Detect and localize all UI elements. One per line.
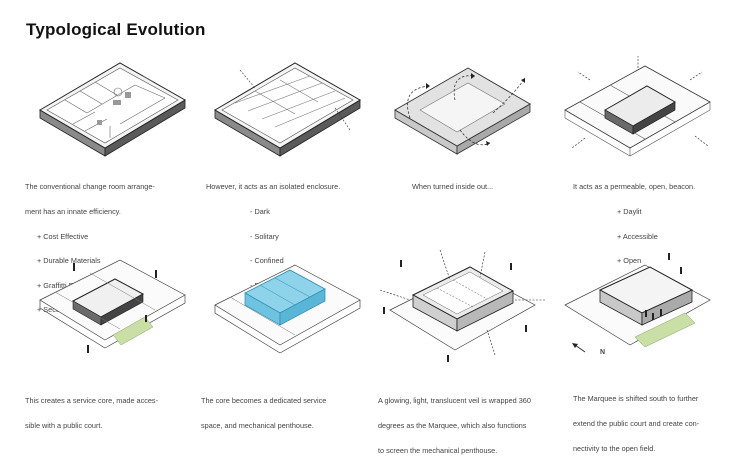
caption-line: to screen the mechanical penthouse. xyxy=(378,445,498,455)
caption-line: This creates a service core, made acces- xyxy=(25,396,159,406)
caption-line: The core becomes a dedicated service xyxy=(201,396,327,406)
caption-line: ment has an innate efficiency. xyxy=(25,207,121,217)
entry-arrows xyxy=(239,69,351,131)
public-court xyxy=(112,316,154,346)
page-title: Typological Evolution xyxy=(26,20,206,39)
north-label: N xyxy=(600,349,606,356)
caption-bullet: + Open xyxy=(617,256,642,266)
radiating-arrows xyxy=(571,56,709,149)
caption-bullet: + Daylit xyxy=(617,207,642,217)
people-icons xyxy=(73,263,157,353)
caption-bullet: - Solitary xyxy=(250,231,279,241)
diagram-inside-out xyxy=(375,58,550,168)
caption-line: The Marquee is shifted south to further xyxy=(573,394,699,404)
diagram-marquee-shifted xyxy=(550,253,725,365)
diagram-isolated-enclosure xyxy=(200,58,375,168)
diagram-marquee-veil xyxy=(375,249,550,365)
diagram-permeable-beacon xyxy=(550,56,725,168)
caption-line: A glowing, light, translucent veil is wr… xyxy=(378,396,531,406)
people-icons xyxy=(383,260,527,362)
caption-line: extend the public court and create con- xyxy=(573,419,700,429)
approach-arrows xyxy=(379,249,545,356)
caption-inside-out: When turned inside out... xyxy=(412,167,493,200)
diagram-mechanical-penthouse xyxy=(200,255,375,365)
caption-line: When turned inside out... xyxy=(412,182,494,192)
diagram-conventional-block xyxy=(25,58,200,168)
caption-line: sible with a public court. xyxy=(25,421,103,431)
caption-bullet: + Accessible xyxy=(617,231,658,241)
diagram-service-core xyxy=(25,255,200,365)
caption-bullet: + Cost Effective xyxy=(37,231,89,241)
caption-line: The conventional change room arrange- xyxy=(25,182,155,192)
caption-shifted: The Marquee is shifted south to further … xyxy=(573,379,699,461)
caption-bullet: - Confined xyxy=(250,256,284,266)
caption-line: degrees as the Marquee, which also funct… xyxy=(378,421,527,431)
caption-line: It acts as a permeable, open, beacon. xyxy=(573,182,696,192)
caption-bullet: + Durable Materials xyxy=(37,256,101,266)
caption-line: However, it acts as an isolated enclosur… xyxy=(206,182,341,192)
caption-line: nectivity to the open field. xyxy=(573,443,656,453)
caption-veil: A glowing, light, translucent veil is wr… xyxy=(378,381,531,463)
caption-service-core: This creates a service core, made acces-… xyxy=(25,381,158,438)
stair-icon xyxy=(113,87,123,97)
north-arrow-icon xyxy=(572,343,586,353)
people-icons xyxy=(645,253,682,320)
caption-line: space, and mechanical penthouse. xyxy=(201,421,314,431)
caption-bullet: - Dark xyxy=(250,207,270,217)
open-field xyxy=(634,312,696,348)
caption-mechanical: The core becomes a dedicated service spa… xyxy=(201,381,326,438)
